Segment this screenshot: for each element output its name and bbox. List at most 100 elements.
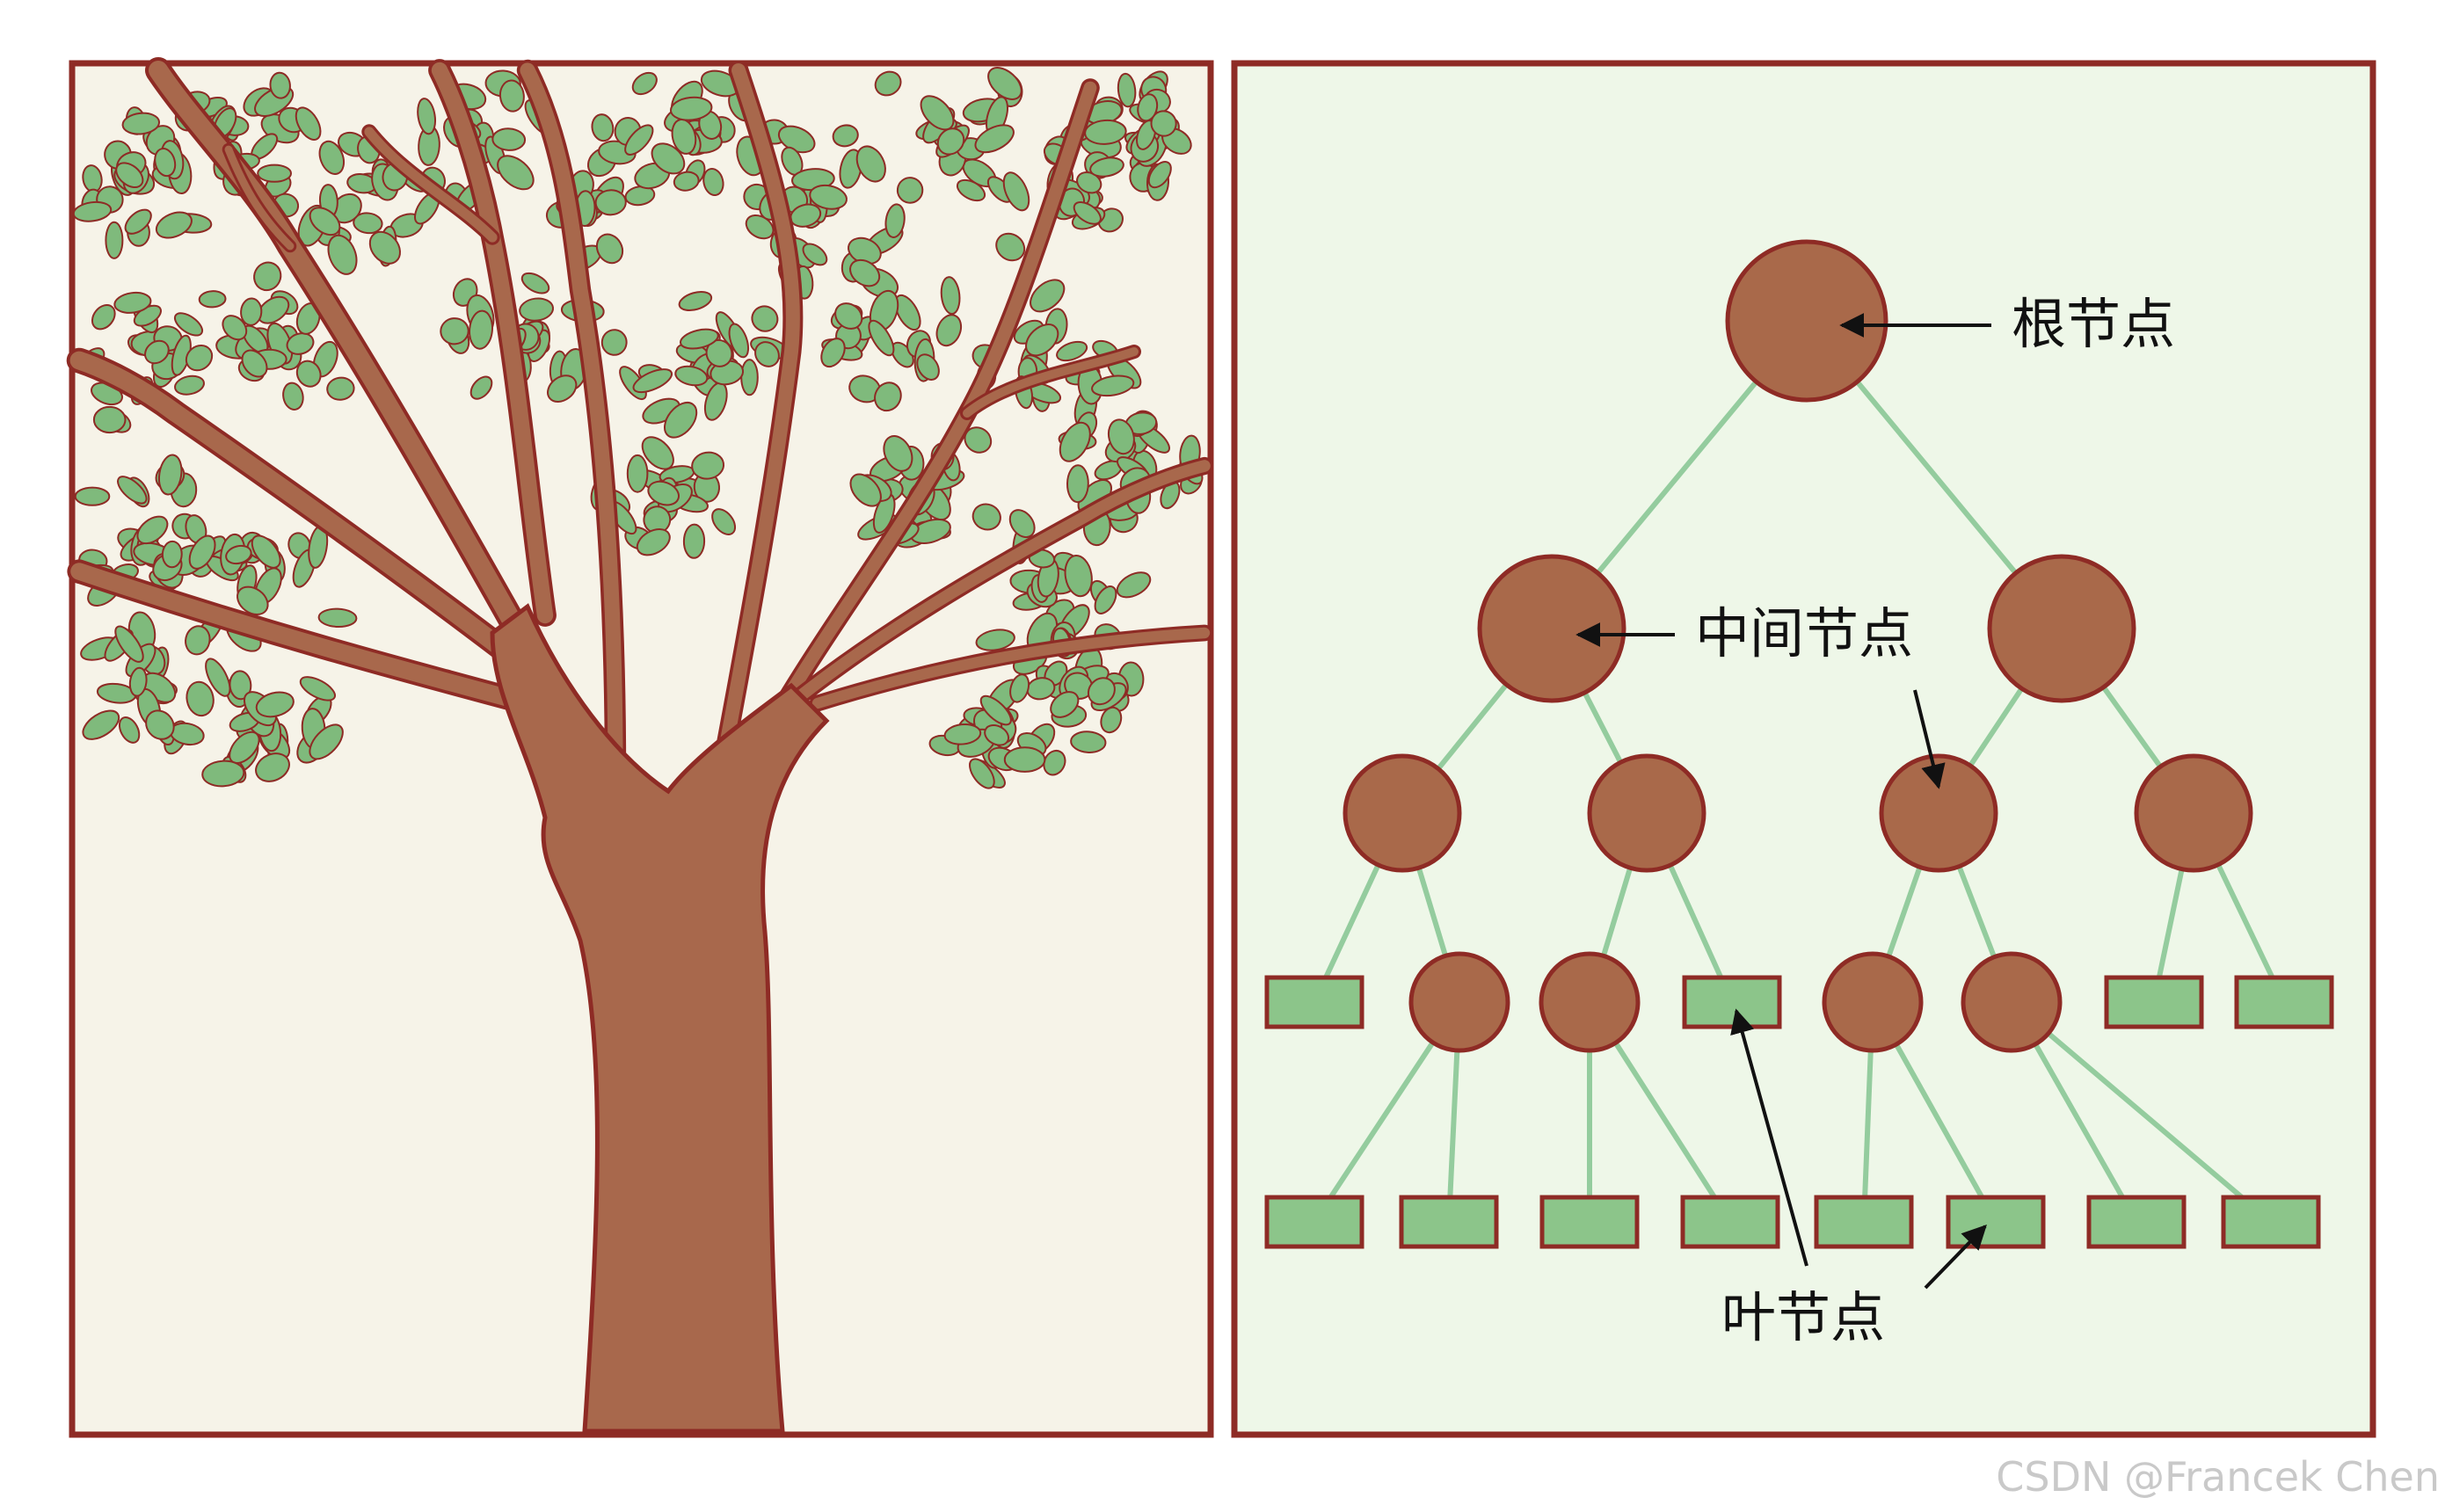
leaf-shape bbox=[144, 339, 170, 365]
leaf-shape bbox=[834, 302, 863, 330]
leaf-shape bbox=[1009, 673, 1030, 703]
leaf-shape bbox=[113, 291, 152, 314]
leaf-shape bbox=[674, 365, 709, 387]
leaf-shape bbox=[1094, 585, 1117, 614]
leaf-shape bbox=[255, 691, 295, 718]
leaf-shape bbox=[1100, 706, 1123, 734]
leaf-shape bbox=[1116, 571, 1152, 599]
leaf-shape bbox=[594, 189, 627, 216]
leaf-shape bbox=[975, 629, 1015, 651]
leaf-shape bbox=[161, 540, 183, 569]
leaf-shape bbox=[591, 113, 615, 142]
leaf-shape bbox=[1084, 119, 1127, 145]
leaf-shape bbox=[124, 208, 152, 235]
leaf-shape bbox=[740, 359, 759, 396]
leaf-shape bbox=[118, 716, 141, 744]
internal-node bbox=[1477, 554, 1626, 703]
leaf-shape bbox=[353, 212, 383, 235]
leaf-shape bbox=[855, 145, 886, 183]
leaf-shape bbox=[115, 162, 144, 189]
leaf-shape bbox=[894, 294, 921, 331]
branch-fill bbox=[785, 460, 1211, 709]
leaf-shape bbox=[1091, 374, 1135, 397]
leaf-shape bbox=[1030, 279, 1066, 313]
leaf-shape bbox=[154, 148, 177, 178]
branch-fill bbox=[69, 351, 537, 678]
leaf-shape bbox=[626, 454, 649, 493]
internal-node bbox=[1539, 951, 1641, 1053]
leaf-shape bbox=[92, 405, 127, 434]
tree-edge bbox=[2010, 1000, 2273, 1225]
leaf-shape bbox=[326, 376, 355, 401]
leaf-shape bbox=[74, 486, 111, 506]
leaf-shape bbox=[317, 607, 358, 629]
leaf-shape bbox=[491, 127, 527, 151]
tree-illustration-panel bbox=[66, 57, 1214, 1438]
leaf-shape bbox=[1107, 418, 1135, 455]
leaf-shape bbox=[1066, 464, 1089, 504]
leaf-shape bbox=[157, 454, 183, 496]
leaf-shape bbox=[1002, 171, 1030, 212]
leaf-shape bbox=[820, 338, 846, 368]
leaf-node bbox=[1682, 975, 1782, 1029]
leaf-shape bbox=[651, 142, 686, 175]
leaf-shape bbox=[849, 473, 882, 507]
leaf-shape bbox=[309, 723, 344, 760]
leaf-shape bbox=[691, 451, 725, 480]
leaf-shape bbox=[636, 528, 671, 556]
leaf-shape bbox=[299, 676, 336, 701]
branch-fill bbox=[520, 62, 623, 781]
leaf-shape bbox=[984, 724, 1010, 746]
leaf-shape bbox=[832, 124, 859, 148]
branch-fill bbox=[714, 63, 800, 781]
leaf-shape bbox=[849, 258, 881, 287]
leaf-shape bbox=[186, 680, 215, 717]
internal-arrow-down bbox=[1913, 689, 1946, 789]
leaf-node bbox=[1814, 1195, 1914, 1249]
leaf-shape bbox=[253, 261, 282, 292]
leaf-shape bbox=[969, 758, 995, 789]
leaf-shape bbox=[874, 70, 902, 97]
leaf-shape bbox=[974, 124, 1015, 154]
leaf-shape bbox=[295, 360, 322, 388]
root-label: 根节点 bbox=[2012, 292, 2175, 356]
leaf-shape bbox=[185, 625, 211, 656]
leaf-shape bbox=[547, 374, 578, 403]
leaf-shape bbox=[971, 503, 1001, 531]
leaf-shape bbox=[669, 96, 713, 121]
leaf-shape bbox=[188, 534, 216, 570]
leaf-shape bbox=[702, 167, 724, 197]
leaf-shape bbox=[632, 368, 673, 394]
leaf-node bbox=[1264, 975, 1364, 1029]
leaf-shape bbox=[282, 382, 304, 411]
leaf-shape bbox=[1070, 731, 1107, 753]
internal-node bbox=[1587, 753, 1706, 873]
leaf-node bbox=[1399, 1195, 1499, 1249]
leaf-shape bbox=[128, 666, 148, 697]
tree-diagram-panel: 根节点 中间节点 叶节点 bbox=[1231, 60, 2376, 1438]
leaf-shape bbox=[91, 304, 116, 331]
leaf-shape bbox=[520, 272, 550, 294]
branch-fill bbox=[431, 62, 554, 624]
leaf-shape bbox=[624, 124, 654, 156]
leaf-shape bbox=[680, 328, 719, 350]
leaf-shape bbox=[241, 349, 268, 378]
leaf-shape bbox=[236, 585, 269, 615]
internal-node bbox=[1408, 951, 1510, 1053]
leaf-shape bbox=[309, 207, 341, 236]
branch-fill bbox=[811, 627, 1211, 709]
leaf-shape bbox=[240, 297, 263, 326]
leaf-shape bbox=[1050, 691, 1080, 718]
leaf-shape bbox=[641, 436, 674, 470]
leaf-shape bbox=[145, 709, 175, 740]
leaf-shape bbox=[1025, 323, 1059, 357]
leaf-shape bbox=[269, 71, 291, 99]
branch-fill bbox=[70, 563, 536, 712]
leaf-shape bbox=[754, 341, 780, 367]
leaf-shape bbox=[935, 314, 963, 347]
leaf-shape bbox=[868, 319, 895, 357]
tree-nodes bbox=[1343, 239, 2253, 1053]
leaf-shape bbox=[440, 317, 469, 345]
leaf-shape bbox=[883, 435, 913, 472]
